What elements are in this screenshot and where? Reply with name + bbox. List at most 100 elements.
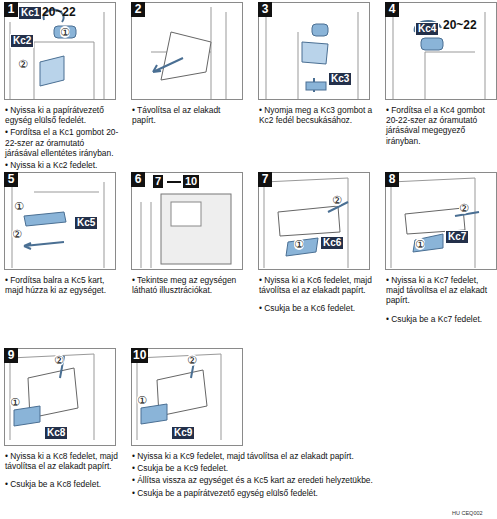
instruction-text: • Fordítsa el a Kc1 gombot 20-22-szer az… (5, 127, 119, 158)
caption-group: • Nyissa ki a Kc7 fedelet, majd távolíts… (386, 275, 494, 326)
step-number: 9 (4, 348, 18, 363)
illustration-shape (12, 182, 104, 268)
illustration-shape (393, 12, 485, 100)
callout-number: ① (10, 396, 20, 408)
illustration-shape (413, 234, 443, 252)
instruction-text: • Nyissa ki a Kc6 fedelet, majd távolíts… (259, 275, 373, 295)
illustration-shape (40, 56, 64, 86)
machine-art (266, 12, 358, 100)
instruction-text: • Csukja be a Kc7 fedelet. (386, 314, 494, 324)
part-label: Kc9 (171, 426, 195, 440)
illustration-shape (151, 7, 226, 100)
illustration-shape (14, 406, 40, 426)
step-panel: 3• Nyomja meg a Kc3 gombot a Kc2 fedél b… (258, 2, 370, 100)
caption-group: • Nyomja meg a Kc3 gombot a Kc2 fedél be… (259, 105, 373, 127)
document-code: HU CEQ002 (452, 510, 483, 516)
part-label: Kc2 (10, 34, 34, 48)
instruction-text: • Fordítsa el a Kc4 gombot 20-22-szer az… (386, 105, 494, 146)
step-reference: 10 (183, 175, 199, 188)
caption-group: • Fordítsa el a Kc4 gombot 20-22-szer az… (386, 105, 494, 148)
caption-group: • Nyissa ki a Kc6 fedelet, majd távolíts… (259, 275, 373, 316)
turn-count: 20~22 (443, 18, 477, 32)
illustration-shape (137, 354, 221, 440)
step-number: 4 (385, 2, 399, 17)
step-panel: 5• Fordítsa balra a Kc5 kart, majd húzza… (4, 172, 116, 270)
illustration-shape (141, 202, 151, 268)
step-reference: 7 (153, 175, 163, 188)
part-label: Kc8 (44, 426, 68, 440)
illustration-shape (302, 42, 328, 64)
instruction-text: • Csukja be a Kc9 fedelet. (132, 463, 472, 473)
callout-number: ① (294, 238, 304, 250)
callout-number: ② (54, 354, 64, 366)
illustration-shape (286, 238, 318, 256)
illustration-shape (266, 12, 358, 100)
unit-art (391, 178, 479, 268)
turn-count: 20~22 (42, 5, 76, 19)
instruction-text: • Csukja be a papírátvezető egység elüls… (132, 488, 472, 498)
illustration-shape (391, 178, 475, 268)
unit-art (10, 354, 94, 440)
instruction-text: • Nyissa ki a Kc7 fedelet, majd távolíts… (386, 275, 494, 306)
illustration-shape (306, 82, 326, 90)
step-number: 5 (4, 172, 18, 187)
paper-art (151, 7, 226, 100)
illustration-shape (167, 181, 181, 183)
illustration-shape (10, 354, 94, 440)
illustration-shape (10, 12, 104, 100)
step-number: 1 (4, 2, 18, 17)
unit-art (264, 178, 348, 268)
machine-art (10, 10, 104, 100)
illustration-shape (161, 32, 211, 80)
instruction-text: • Tekintse meg az egységen látható illus… (132, 275, 246, 295)
instruction-text: • Állítsa vissza az egységet és a Kc5 ka… (132, 475, 472, 485)
part-label: Kc1 (18, 6, 42, 20)
unit-art (137, 354, 221, 440)
instruction-text: • Fordítsa balra a Kc5 kart, majd húzza … (5, 275, 119, 295)
caption-group: • Tekintse meg az egységen látható illus… (132, 275, 246, 297)
part-label: Kc6 (320, 236, 344, 250)
part-label: Kc7 (445, 230, 469, 244)
caption-group: • Fordítsa balra a Kc5 kart, majd húzza … (5, 275, 119, 297)
step-number: 6 (131, 172, 145, 187)
lever-art (12, 182, 104, 268)
illustration-shape (161, 194, 231, 264)
instruction-text: • Csukja be a Kc6 fedelet. (259, 303, 373, 313)
step-panel: 8• Nyissa ki a Kc7 fedelet, majd távolít… (385, 172, 497, 270)
illustration-shape (421, 38, 443, 50)
callout-number: ① (14, 200, 24, 212)
illustration-shape (171, 202, 201, 226)
part-label: Kc4 (415, 22, 439, 36)
callout-number: ① (137, 394, 147, 406)
step-panel: 4• Fordítsa el a Kc4 gombot 20-22-szer a… (385, 2, 497, 100)
illustration-shape (24, 242, 64, 249)
callout-number: ② (187, 354, 197, 366)
step-number: 8 (385, 172, 399, 187)
instruction-text: • Nyissa ki a Kc8 fedelet, majd távolíts… (5, 451, 119, 471)
part-label: Kc5 (74, 216, 98, 230)
caption-group: • Nyissa ki a papírátvezető egység elüls… (5, 105, 119, 172)
caption-group: • Nyissa ki a Kc8 fedelet, majd távolíts… (5, 451, 119, 492)
unit-art (141, 182, 231, 268)
step-number: 3 (258, 2, 272, 17)
illustration-shape (141, 404, 167, 424)
machine-art (393, 12, 485, 100)
step-number: 7 (258, 172, 272, 187)
callout-number: ② (12, 228, 22, 240)
instruction-text: • Nyissa ki a Kc2 fedelet. (5, 160, 119, 170)
instruction-text: • Nyissa ki a Kc9 fedelet, majd távolíts… (132, 451, 472, 461)
instruction-text: • Nyissa ki a papírátvezető egység elüls… (5, 105, 119, 125)
callout-number: ① (415, 238, 425, 250)
step-panel: 2• Távolítsa el az elakadt papírt. (131, 2, 243, 100)
callout-number: ② (459, 202, 469, 214)
step-number: 10 (131, 348, 148, 363)
step-panel: 7• Nyissa ki a Kc6 fedelet, majd távolít… (258, 172, 370, 270)
step-number: 2 (131, 2, 145, 17)
part-label: Kc3 (328, 72, 352, 86)
illustration-shape (24, 212, 66, 226)
instruction-text: • Csukja be a Kc8 fedelet. (5, 479, 119, 489)
illustration-shape (54, 26, 76, 38)
illustration-shape (153, 58, 183, 72)
